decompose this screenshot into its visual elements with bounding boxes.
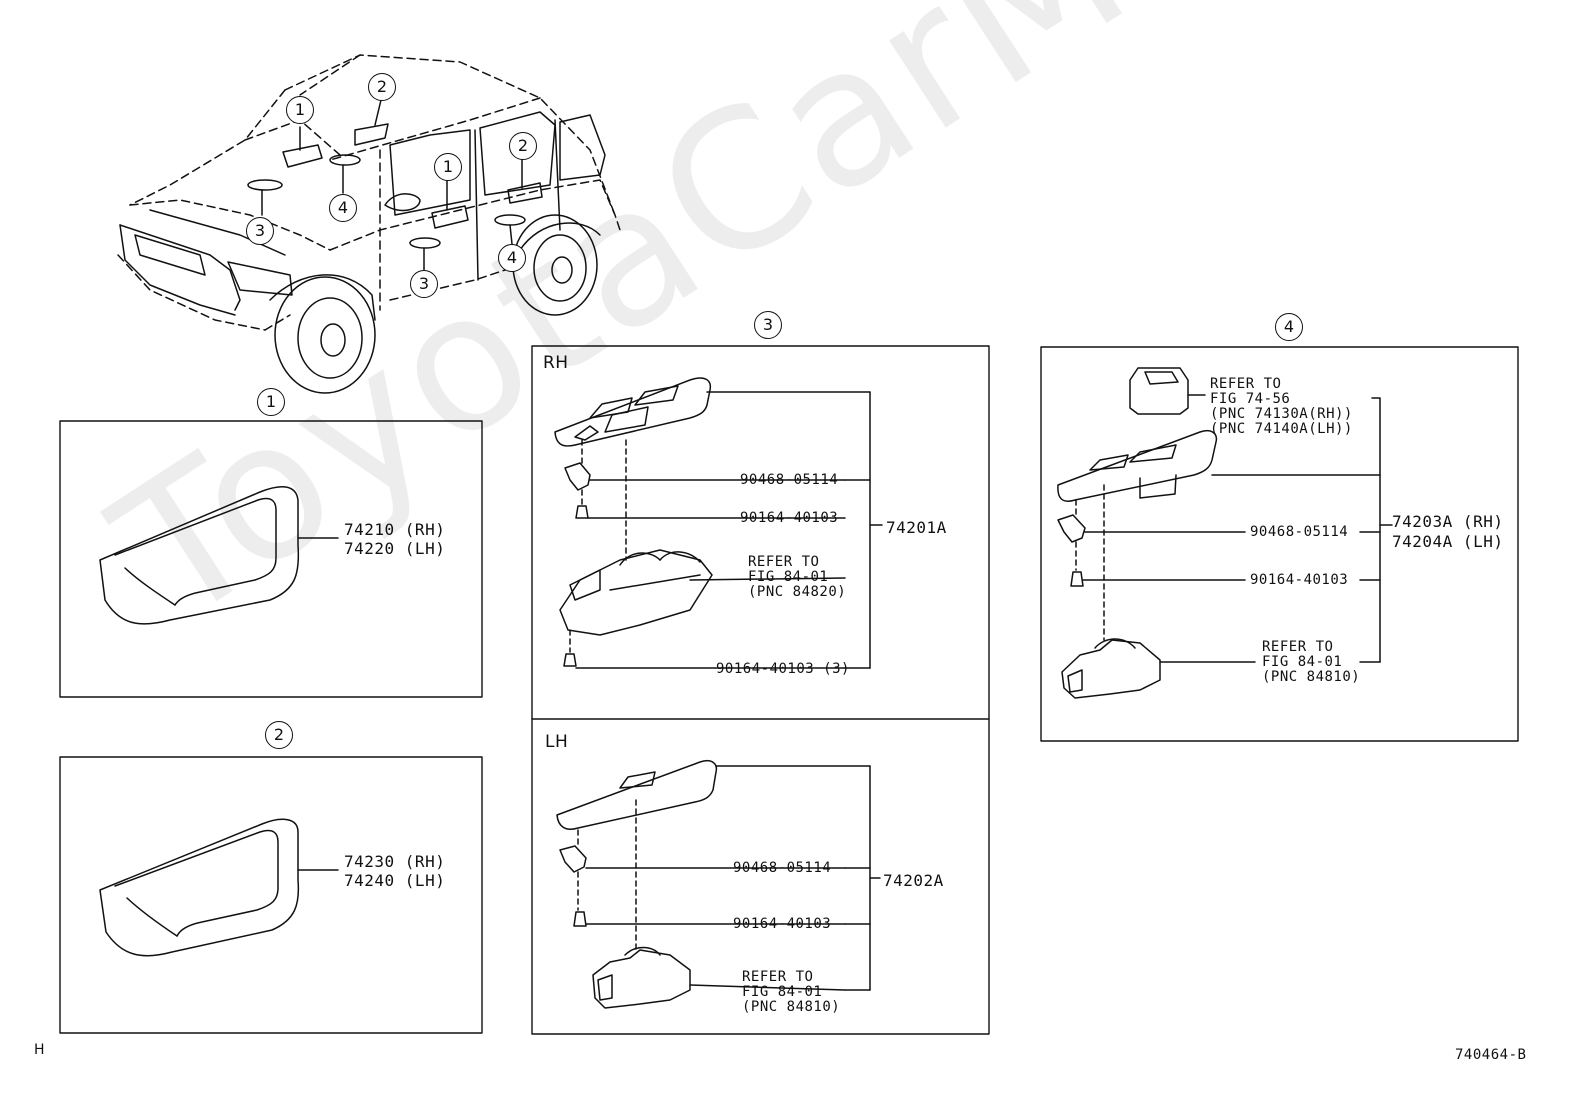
callout-1-panel: 1 bbox=[257, 388, 285, 416]
callout-2-vehicle-side: 2 bbox=[509, 132, 537, 160]
assembly-74202a-label: 74202A bbox=[883, 871, 944, 890]
panel-3-lh-title: LH bbox=[545, 732, 569, 752]
part-74220-label: 74220 (LH) bbox=[344, 539, 446, 558]
corner-code-left: H bbox=[34, 1042, 46, 1058]
callout-4-vehicle-front: 4 bbox=[329, 194, 357, 222]
panel-3-frame bbox=[531, 345, 990, 1035]
lh-bracket-label: 90468-05114 bbox=[733, 860, 832, 876]
assembly-74204a-label: 74204A (LH) bbox=[1392, 532, 1504, 551]
lh-refer-label: REFER TO FIG 84-01 (PNC 84810) bbox=[742, 969, 841, 1015]
rh-bracket-label: 90468-05114 bbox=[740, 472, 839, 488]
callout-1-vehicle-side: 1 bbox=[434, 153, 462, 181]
panel-1-frame bbox=[59, 420, 483, 698]
refer-fig-74-56-label: REFER TO FIG 74-56 (PNC 74130A(RH)) (PNC… bbox=[1210, 376, 1353, 437]
p4-screw-label: 90164-40103 bbox=[1250, 572, 1349, 588]
vehicle-illustration bbox=[117, 54, 621, 394]
part-74210-label: 74210 (RH) bbox=[344, 520, 446, 539]
rh-screw3-label: 90164-40103 (3) bbox=[716, 661, 850, 677]
panel-4-frame bbox=[1040, 346, 1519, 742]
p4-refer-label: REFER TO FIG 84-01 (PNC 84810) bbox=[1262, 639, 1361, 685]
panel-2-frame bbox=[59, 756, 483, 1034]
assembly-74203a-label: 74203A (RH) bbox=[1392, 512, 1504, 531]
p4-bracket-label: 90468-05114 bbox=[1250, 524, 1349, 540]
callout-4-panel: 4 bbox=[1275, 313, 1303, 341]
part-74230-label: 74230 (RH) bbox=[344, 852, 446, 871]
figure-number: 740464-B bbox=[1455, 1047, 1527, 1063]
callout-2-vehicle-rear: 2 bbox=[368, 73, 396, 101]
callout-3-panel: 3 bbox=[754, 311, 782, 339]
callout-2-panel: 2 bbox=[265, 721, 293, 749]
callout-3-vehicle-side: 3 bbox=[410, 270, 438, 298]
part-74240-label: 74240 (LH) bbox=[344, 871, 446, 890]
panel-3-rh-title: RH bbox=[543, 353, 569, 373]
callout-3-vehicle-front: 3 bbox=[246, 217, 274, 245]
rh-refer-label: REFER TO FIG 84-01 (PNC 84820) bbox=[748, 554, 847, 600]
lh-screw-label: 90164-40103 bbox=[733, 916, 832, 932]
assembly-74201a-label: 74201A bbox=[886, 518, 947, 537]
callout-4-vehicle-side: 4 bbox=[498, 244, 526, 272]
rh-screw-label: 90164-40103 bbox=[740, 510, 839, 526]
callout-1-vehicle-front: 1 bbox=[286, 96, 314, 124]
